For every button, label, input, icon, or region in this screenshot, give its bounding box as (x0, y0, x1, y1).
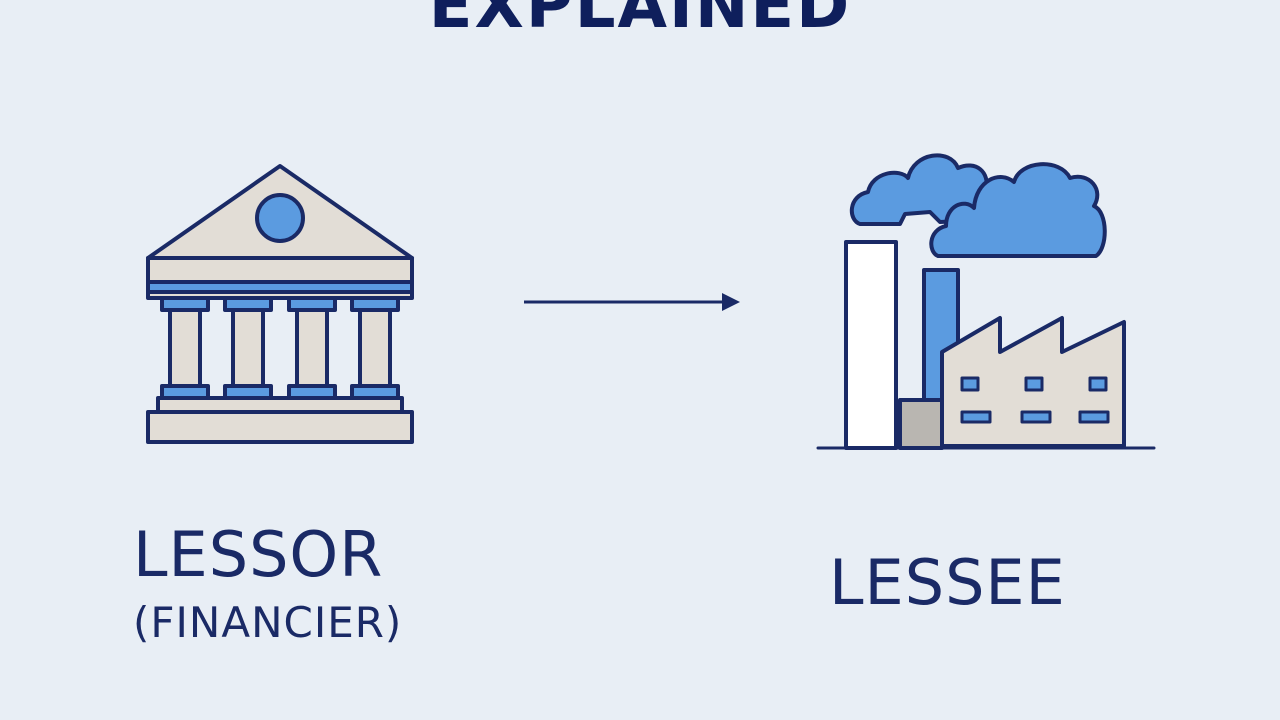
right-arrow-icon (524, 293, 740, 311)
lessor-label: LESSOR (133, 518, 384, 591)
smoke-cloud-large (929, 162, 1107, 258)
diagram-title: EXPLAINED (428, 0, 852, 43)
bank-building-icon (146, 164, 414, 444)
lessor-sublabel: (FINANCIER) (133, 598, 403, 647)
lessee-label: LESSEE (829, 546, 1066, 619)
factory-icon (816, 153, 1156, 450)
